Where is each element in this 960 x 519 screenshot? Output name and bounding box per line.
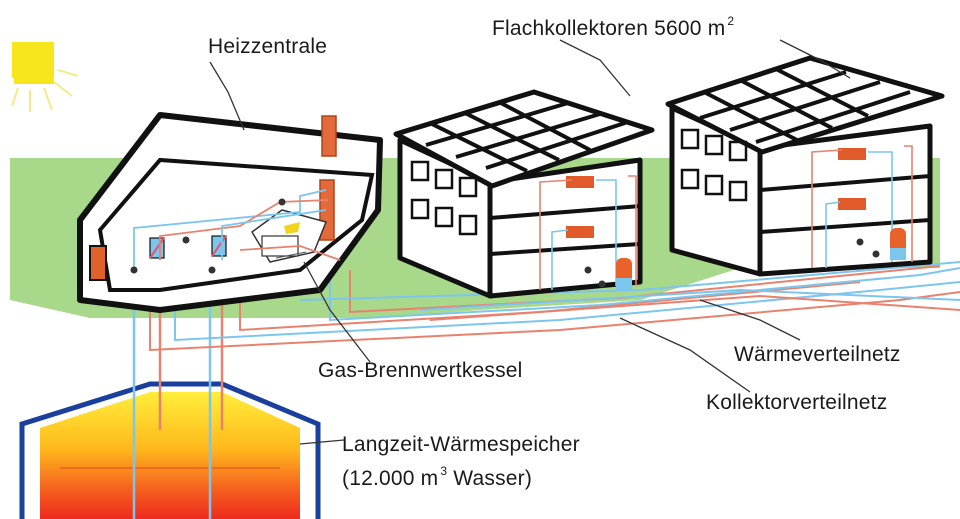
plant-door	[89, 245, 107, 281]
residential-building-1	[393, 89, 655, 299]
label-kollektorverteilnetz: Kollektorverteilnetz	[706, 391, 888, 414]
radiator-icon	[838, 148, 866, 210]
label-speicher-line2-a: (12.000 m	[342, 467, 439, 490]
heat-exchanger-1	[149, 237, 165, 259]
label-gas-brennwertkessel: Gas-Brennwertkessel	[318, 359, 523, 382]
heating-plant-building	[77, 112, 383, 313]
label-heizzentrale: Heizzentrale	[208, 35, 328, 58]
sun-icon	[11, 42, 79, 112]
heat-storage-tank	[19, 381, 321, 519]
label-flachkollektoren-text: Flachkollektoren 5600 m	[492, 17, 726, 40]
label-speicher-line1: Langzeit-Wärmespeicher	[342, 433, 580, 456]
chimney	[321, 115, 337, 157]
label-speicher-line2-exp: 3	[440, 464, 448, 478]
label-speicher-line2-b: Wasser)	[447, 467, 533, 490]
label-waermeverteilnetz: Wärmeverteilnetz	[734, 343, 901, 366]
heat-exchanger-2	[211, 235, 227, 257]
radiator-icon	[566, 176, 594, 238]
leader-lines	[209, 39, 851, 445]
residential-building-2	[665, 55, 945, 277]
distribution-network-pipes	[149, 260, 960, 352]
pump-icon	[130, 198, 286, 274]
label-flachkollektoren-exp: 2	[727, 14, 735, 28]
